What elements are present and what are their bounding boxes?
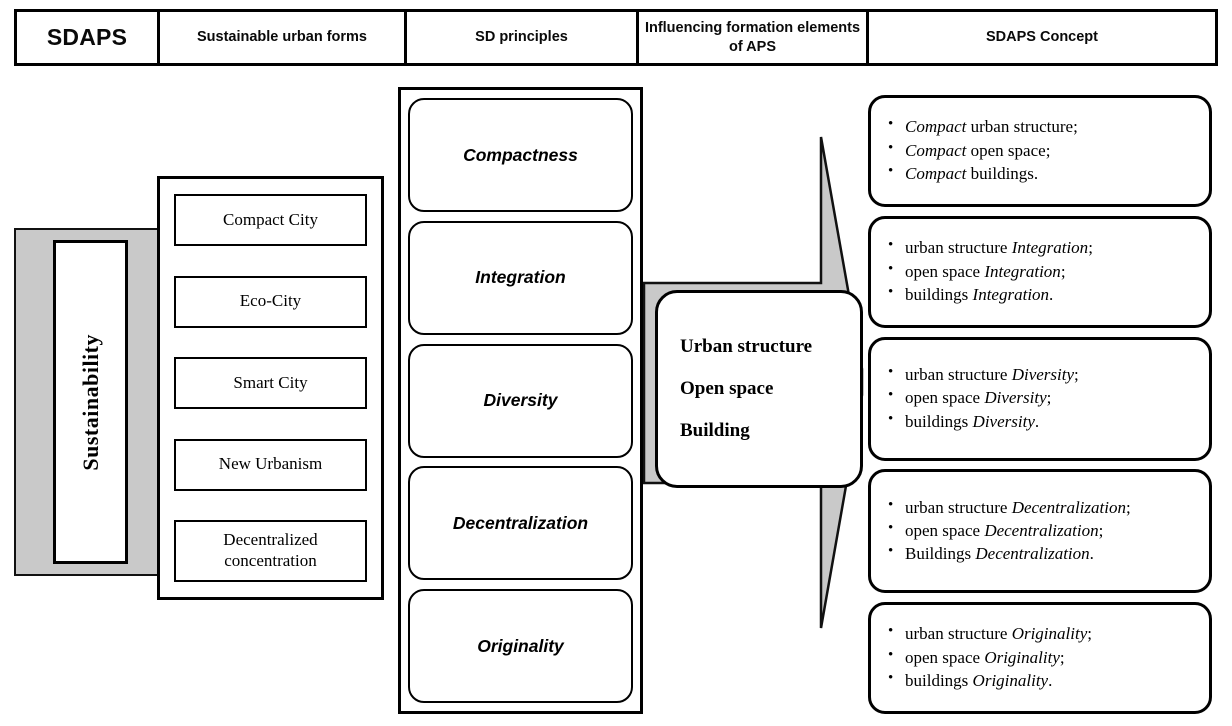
sd-principle-decentralization[interactable]: Decentralization	[408, 466, 633, 581]
concept-bullet: buildings Diversity.	[888, 410, 1197, 433]
concept-box-integration[interactable]: urban structure Integration;open space I…	[868, 215, 1212, 328]
urban-form-compact-city[interactable]: Compact City	[174, 194, 367, 246]
concept-box-originality[interactable]: urban structure Originality;open space O…	[868, 602, 1212, 714]
concept-bullet-list: urban structure Diversity;open space Div…	[885, 363, 1197, 434]
concept-bullet: open space Diversity;	[888, 386, 1197, 409]
sustainability-label-box: Sustainability	[53, 240, 128, 564]
concept-bullet: urban structure Diversity;	[888, 363, 1197, 386]
header-cell-influencing-elements: Influencing formation elements of APS	[639, 12, 869, 63]
sdaps-concept-column: Compact urban structure;Compact open spa…	[868, 95, 1212, 714]
header-cell-sustainable-urban-forms: Sustainable urban forms	[160, 12, 407, 63]
urban-form-decentralized-concentration[interactable]: Decentralized concentration	[174, 520, 367, 582]
sd-principle-integration[interactable]: Integration	[408, 220, 633, 335]
concept-bullet: open space Originality;	[888, 646, 1197, 669]
urban-form-smart-city[interactable]: Smart City	[174, 357, 367, 409]
header-cell-sdaps: SDAPS	[17, 12, 160, 63]
concept-box-compactness[interactable]: Compact urban structure;Compact open spa…	[868, 95, 1212, 207]
sustainability-label: Sustainability	[77, 333, 103, 471]
concept-bullet-list: urban structure Decentralization;open sp…	[885, 496, 1197, 567]
concept-bullet-list: urban structure Originality;open space O…	[885, 622, 1197, 693]
sd-principle-originality[interactable]: Originality	[408, 589, 633, 703]
element-building: Building	[680, 420, 750, 441]
concept-bullet: Buildings Decentralization.	[888, 542, 1197, 565]
concept-bullet-list: urban structure Integration;open space I…	[885, 236, 1197, 307]
header-table: SDAPS Sustainable urban forms SD princip…	[14, 9, 1218, 66]
header-cell-sdaps-concept: SDAPS Concept	[986, 29, 1098, 46]
element-urban-structure: Urban structure	[680, 336, 813, 357]
sd-principle-compactness[interactable]: Compactness	[408, 98, 633, 212]
header-cell-sd-principles: SD principles	[407, 12, 639, 63]
concept-bullet: open space Decentralization;	[888, 519, 1197, 542]
concept-bullet: open space Integration;	[888, 260, 1197, 283]
concept-bullet: Compact open space;	[888, 139, 1197, 162]
concept-bullet: buildings Originality.	[888, 669, 1197, 692]
concept-box-diversity[interactable]: urban structure Diversity;open space Div…	[868, 336, 1212, 461]
concept-bullet: urban structure Integration;	[888, 236, 1197, 259]
element-open-space: Open space	[680, 378, 774, 399]
concept-bullet: Compact buildings.	[888, 162, 1197, 185]
influencing-elements-box: Urban structure Open space Building	[655, 290, 863, 488]
urban-form-new-urbanism[interactable]: New Urbanism	[174, 438, 367, 491]
concept-bullet: urban structure Originality;	[888, 622, 1197, 645]
concept-bullet: urban structure Decentralization;	[888, 496, 1197, 519]
concept-bullet: buildings Integration.	[888, 283, 1197, 306]
concept-bullet: Compact urban structure;	[888, 115, 1197, 138]
sd-principles-frame: Compactness Integration Diversity Decent…	[398, 87, 643, 714]
urban-form-eco-city[interactable]: Eco-City	[174, 275, 367, 328]
concept-box-decentralization[interactable]: urban structure Decentralization;open sp…	[868, 469, 1212, 594]
sustainable-urban-forms-frame: Compact City Eco-City Smart City New Urb…	[157, 176, 384, 600]
concept-bullet-list: Compact urban structure;Compact open spa…	[885, 115, 1197, 186]
sd-principle-diversity[interactable]: Diversity	[408, 343, 633, 458]
